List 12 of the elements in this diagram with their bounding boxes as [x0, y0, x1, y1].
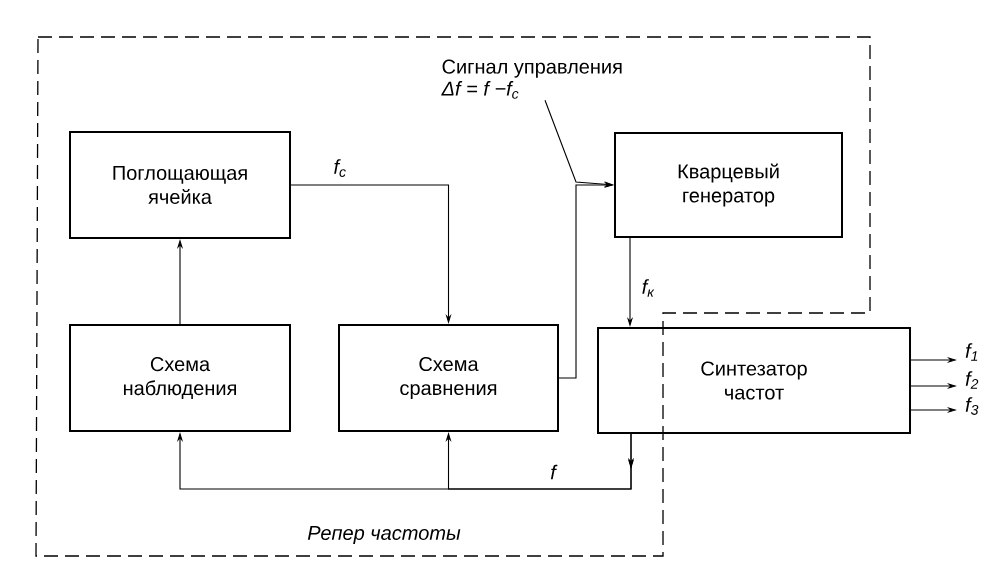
block-box: Схема сравнения [338, 324, 559, 432]
edge-label: f$_{к}$ [642, 279, 655, 297]
edge-label: f [550, 464, 558, 480]
edge-label: f$_{1}$ [965, 343, 978, 361]
block-box: Поглощающая ячейка [69, 131, 291, 239]
edge-label: f$_{2}$ [965, 371, 979, 389]
edge-label: f$_{c}$ [334, 159, 346, 177]
control-signal-note: Сигнал управления Δf = f −f$_{c}$ [441, 59, 622, 99]
edge-label: f$_{3}$ [965, 397, 979, 415]
block-box: Синтезатор частот [597, 327, 911, 434]
block-box: Схема наблюдения [69, 324, 291, 432]
block-box: Кварцевый генератор [614, 132, 843, 238]
